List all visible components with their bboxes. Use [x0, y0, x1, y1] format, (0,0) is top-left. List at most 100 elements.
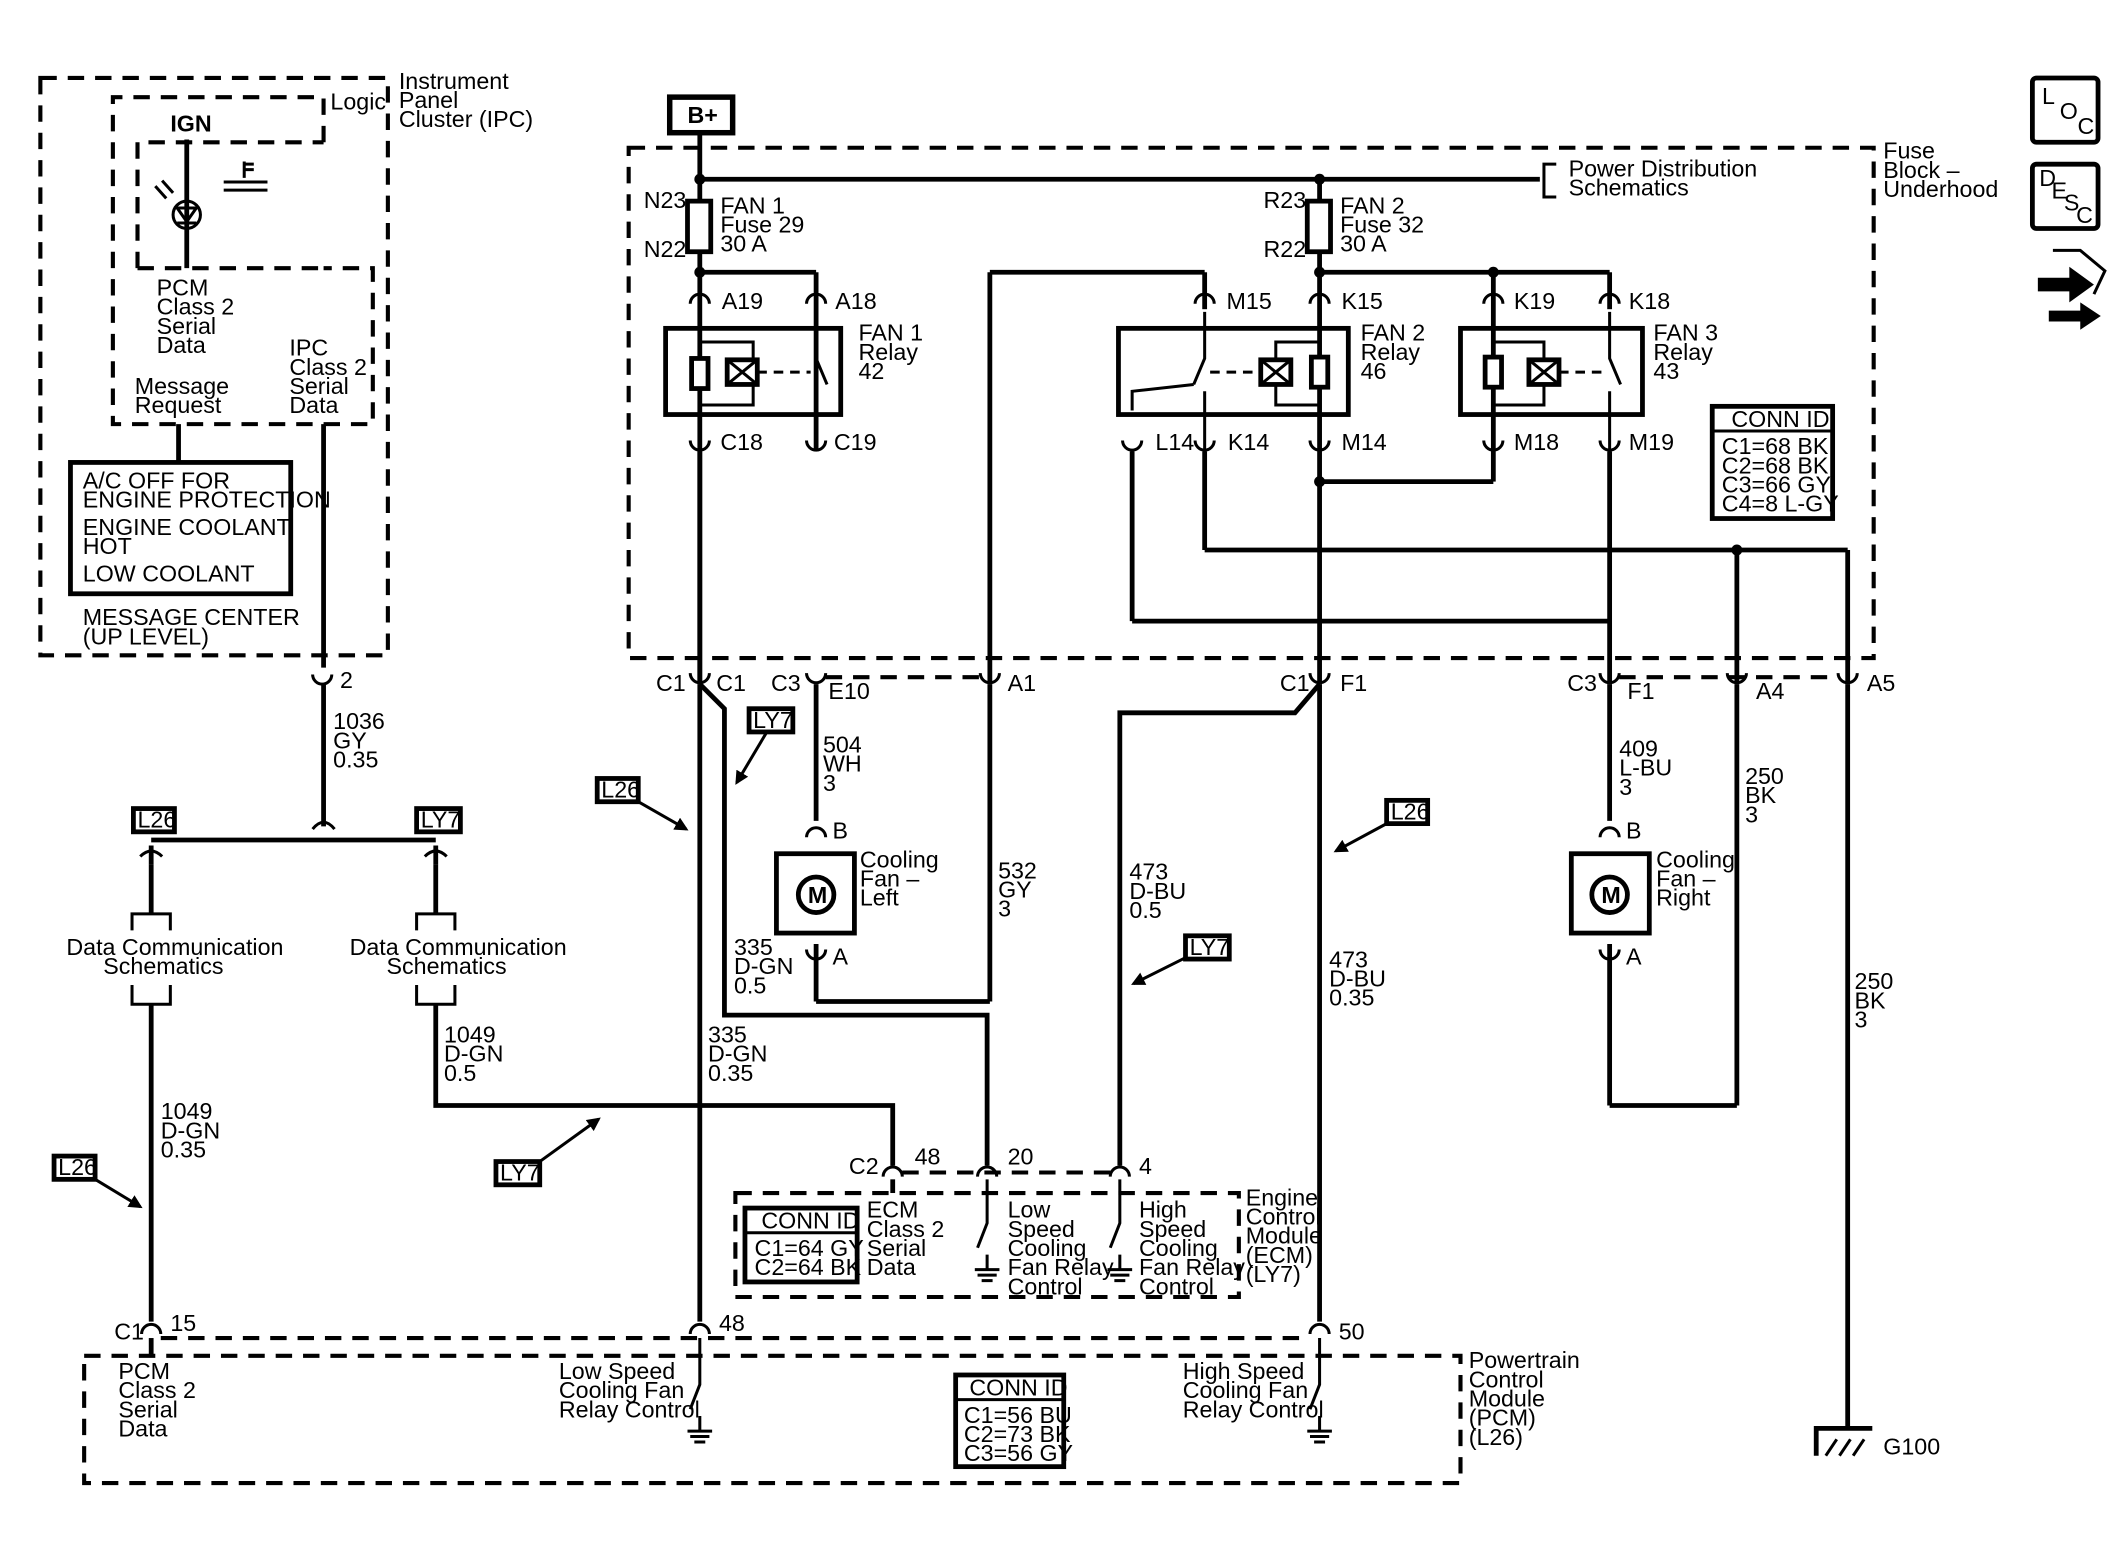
fan1-fuse-label-3: 30 A [720, 231, 767, 257]
fuse-block-conn-id: CONN ID C1=68 BK C2=68 BK C3=66 GY C4=8 … [1709, 403, 1839, 521]
cooling-fan-left: B M A Cooling Fan – Left [774, 818, 939, 970]
w1049b-1: 1049 [161, 1098, 213, 1124]
w250a-3: 3 [1745, 801, 1758, 827]
powertrain-control-module: C1 15 48 50 Powertrain Control Module (P… [82, 1310, 1580, 1486]
ground-icon [1813, 1425, 1873, 1456]
relay3-label-1: FAN 3 [1653, 320, 1718, 346]
fan1-fuse-label-1: FAN 1 [720, 192, 785, 218]
option-callouts: LY7 L26 L26 LY7 LY7 L26 [51, 706, 1431, 1209]
connector-end-view-icon[interactable] [2037, 248, 2107, 330]
ground-icon [974, 1179, 1000, 1283]
pcm-title-1: Powertrain [1469, 1347, 1580, 1373]
temperature-symbol-icon [223, 161, 268, 192]
fan-left-pin-a: A [833, 944, 849, 970]
relay3-label-3: 43 [1653, 358, 1679, 384]
pcm-high-1: High Speed [1183, 1358, 1305, 1384]
pcm-conn-id-2: C2=73 BK [964, 1421, 1071, 1447]
pcm-low-1: Low Speed [559, 1358, 675, 1384]
pcm-high-2: Cooling Fan [1183, 1377, 1308, 1403]
pcm-data-label-2: Class 2 [157, 294, 235, 320]
w335b-1: 335 [708, 1022, 747, 1048]
fan-left-motor: M [808, 882, 827, 908]
dcs-right-1: Data Communication [350, 934, 567, 960]
desc-button[interactable]: D E S C [2029, 161, 2101, 231]
relay2-label-2: Relay [1361, 339, 1421, 365]
pcm-serial-4: Data [118, 1416, 167, 1442]
message-1: A/C OFF FOR [83, 467, 230, 493]
pcm-pin-15: 15 [170, 1310, 196, 1336]
ecm-high-2: Speed [1139, 1216, 1206, 1242]
ground-icon [687, 1338, 713, 1444]
callout-ly7-a: LY7 [753, 707, 793, 733]
pin-2: 2 [340, 667, 353, 693]
w250b-3: 3 [1855, 1006, 1868, 1032]
w473a-1: 473 [1129, 859, 1168, 885]
ecm-title-1: Engine [1246, 1184, 1318, 1210]
ground-label: G100 [1883, 1433, 1940, 1459]
message-5: LOW COOLANT [83, 560, 255, 586]
ecm-pin-48: 48 [915, 1143, 941, 1169]
fb-conn-id-title: CONN ID [1731, 406, 1829, 432]
w1049b-3: 0.35 [161, 1136, 206, 1162]
w1036-1: 1036 [333, 708, 385, 734]
ecm-title-5: (LY7) [1246, 1261, 1301, 1287]
ecm-low-3: Cooling [1008, 1235, 1087, 1261]
w335a-2: D-GN [734, 953, 793, 979]
pcm-serial-3: Serial [118, 1396, 177, 1422]
logic-label: Logic [330, 88, 386, 114]
ecm-title-4: (ECM) [1246, 1242, 1313, 1268]
fb-conn-id-4: C4=8 L-GY [1722, 491, 1839, 517]
dcs-left-1: Data Communication [66, 934, 283, 960]
engine-control-module: C2 48 20 4 Engine Control Module (ECM) (… [733, 1143, 1322, 1299]
fan2-fuse-label-3: 30 A [1340, 231, 1387, 257]
relay3-pin-k18: K18 [1629, 288, 1670, 314]
conn-c1-right: C1 [716, 670, 746, 696]
ecm-high-3: Cooling [1139, 1235, 1218, 1261]
w532-2: GY [998, 877, 1032, 903]
relay2-pin-m14: M14 [1341, 429, 1386, 455]
desc-icon-c: C [2076, 202, 2093, 228]
w409-1: 409 [1619, 736, 1658, 762]
relay1-label-1: FAN 1 [859, 320, 924, 346]
pcm-conn-id-1: C1=56 BU [964, 1402, 1072, 1428]
ecm-conn-id-1: C1=64 GY [755, 1235, 864, 1261]
relay1-pin-c19: C19 [834, 429, 877, 455]
message-3: ENGINE COOLANT [83, 514, 291, 540]
fuse-block-title-2: Block – [1883, 157, 1959, 183]
ipc-data-label-1: IPC [289, 335, 328, 361]
ecm-pin-20: 20 [1008, 1143, 1034, 1169]
fan-left-label-1: Cooling [860, 846, 939, 872]
w1049a-1: 1049 [444, 1022, 496, 1048]
w250a-2: BK [1745, 782, 1777, 808]
ecm-conn-id-box [742, 1205, 860, 1285]
relay1-pin-a19: A19 [722, 288, 763, 314]
callout-l26-c: L26 [58, 1154, 97, 1180]
pcm-data-label-1: PCM [157, 275, 209, 301]
pcm-serial-1: PCM [118, 1358, 170, 1384]
relay1-label-3: 42 [859, 358, 885, 384]
ecm-low-4: Fan Relay [1008, 1254, 1114, 1280]
ecm-low-2: Speed [1008, 1216, 1075, 1242]
ipc-data-label-3: Serial [289, 373, 348, 399]
fan2-fuse-bottom: R22 [1263, 236, 1306, 262]
w335b-2: D-GN [708, 1041, 767, 1067]
fan3-relay: K19 K18 FAN 3 Relay 43 M18 M19 [1458, 272, 1718, 455]
pcm-title-2: Control [1469, 1366, 1544, 1392]
ecm-serial-4: Data [867, 1254, 916, 1280]
ecm-high-1: High [1139, 1197, 1187, 1223]
desc-icon-d: D [2039, 165, 2056, 191]
fan2-fuse-label-2: Fuse 32 [1340, 212, 1424, 238]
pcm-pin-50: 50 [1339, 1318, 1365, 1344]
ipc-title-3: Cluster (IPC) [399, 106, 533, 132]
dcs-right-2: Schematics [387, 953, 507, 979]
pds-label-2: Schematics [1569, 175, 1689, 201]
loc-button[interactable]: L O C [2029, 75, 2101, 145]
ground-icon [1307, 1338, 1332, 1444]
conn-e10: E10 [828, 678, 869, 704]
ecm-conn-id-title: CONN ID [761, 1208, 859, 1234]
conn-c1-left: C1 [656, 670, 686, 696]
ground-g100: G100 [1813, 1425, 1940, 1459]
w1049b-2: D-GN [161, 1117, 220, 1143]
loc-icon-o: O [2060, 98, 2078, 124]
relay2-label-1: FAN 2 [1361, 320, 1426, 346]
